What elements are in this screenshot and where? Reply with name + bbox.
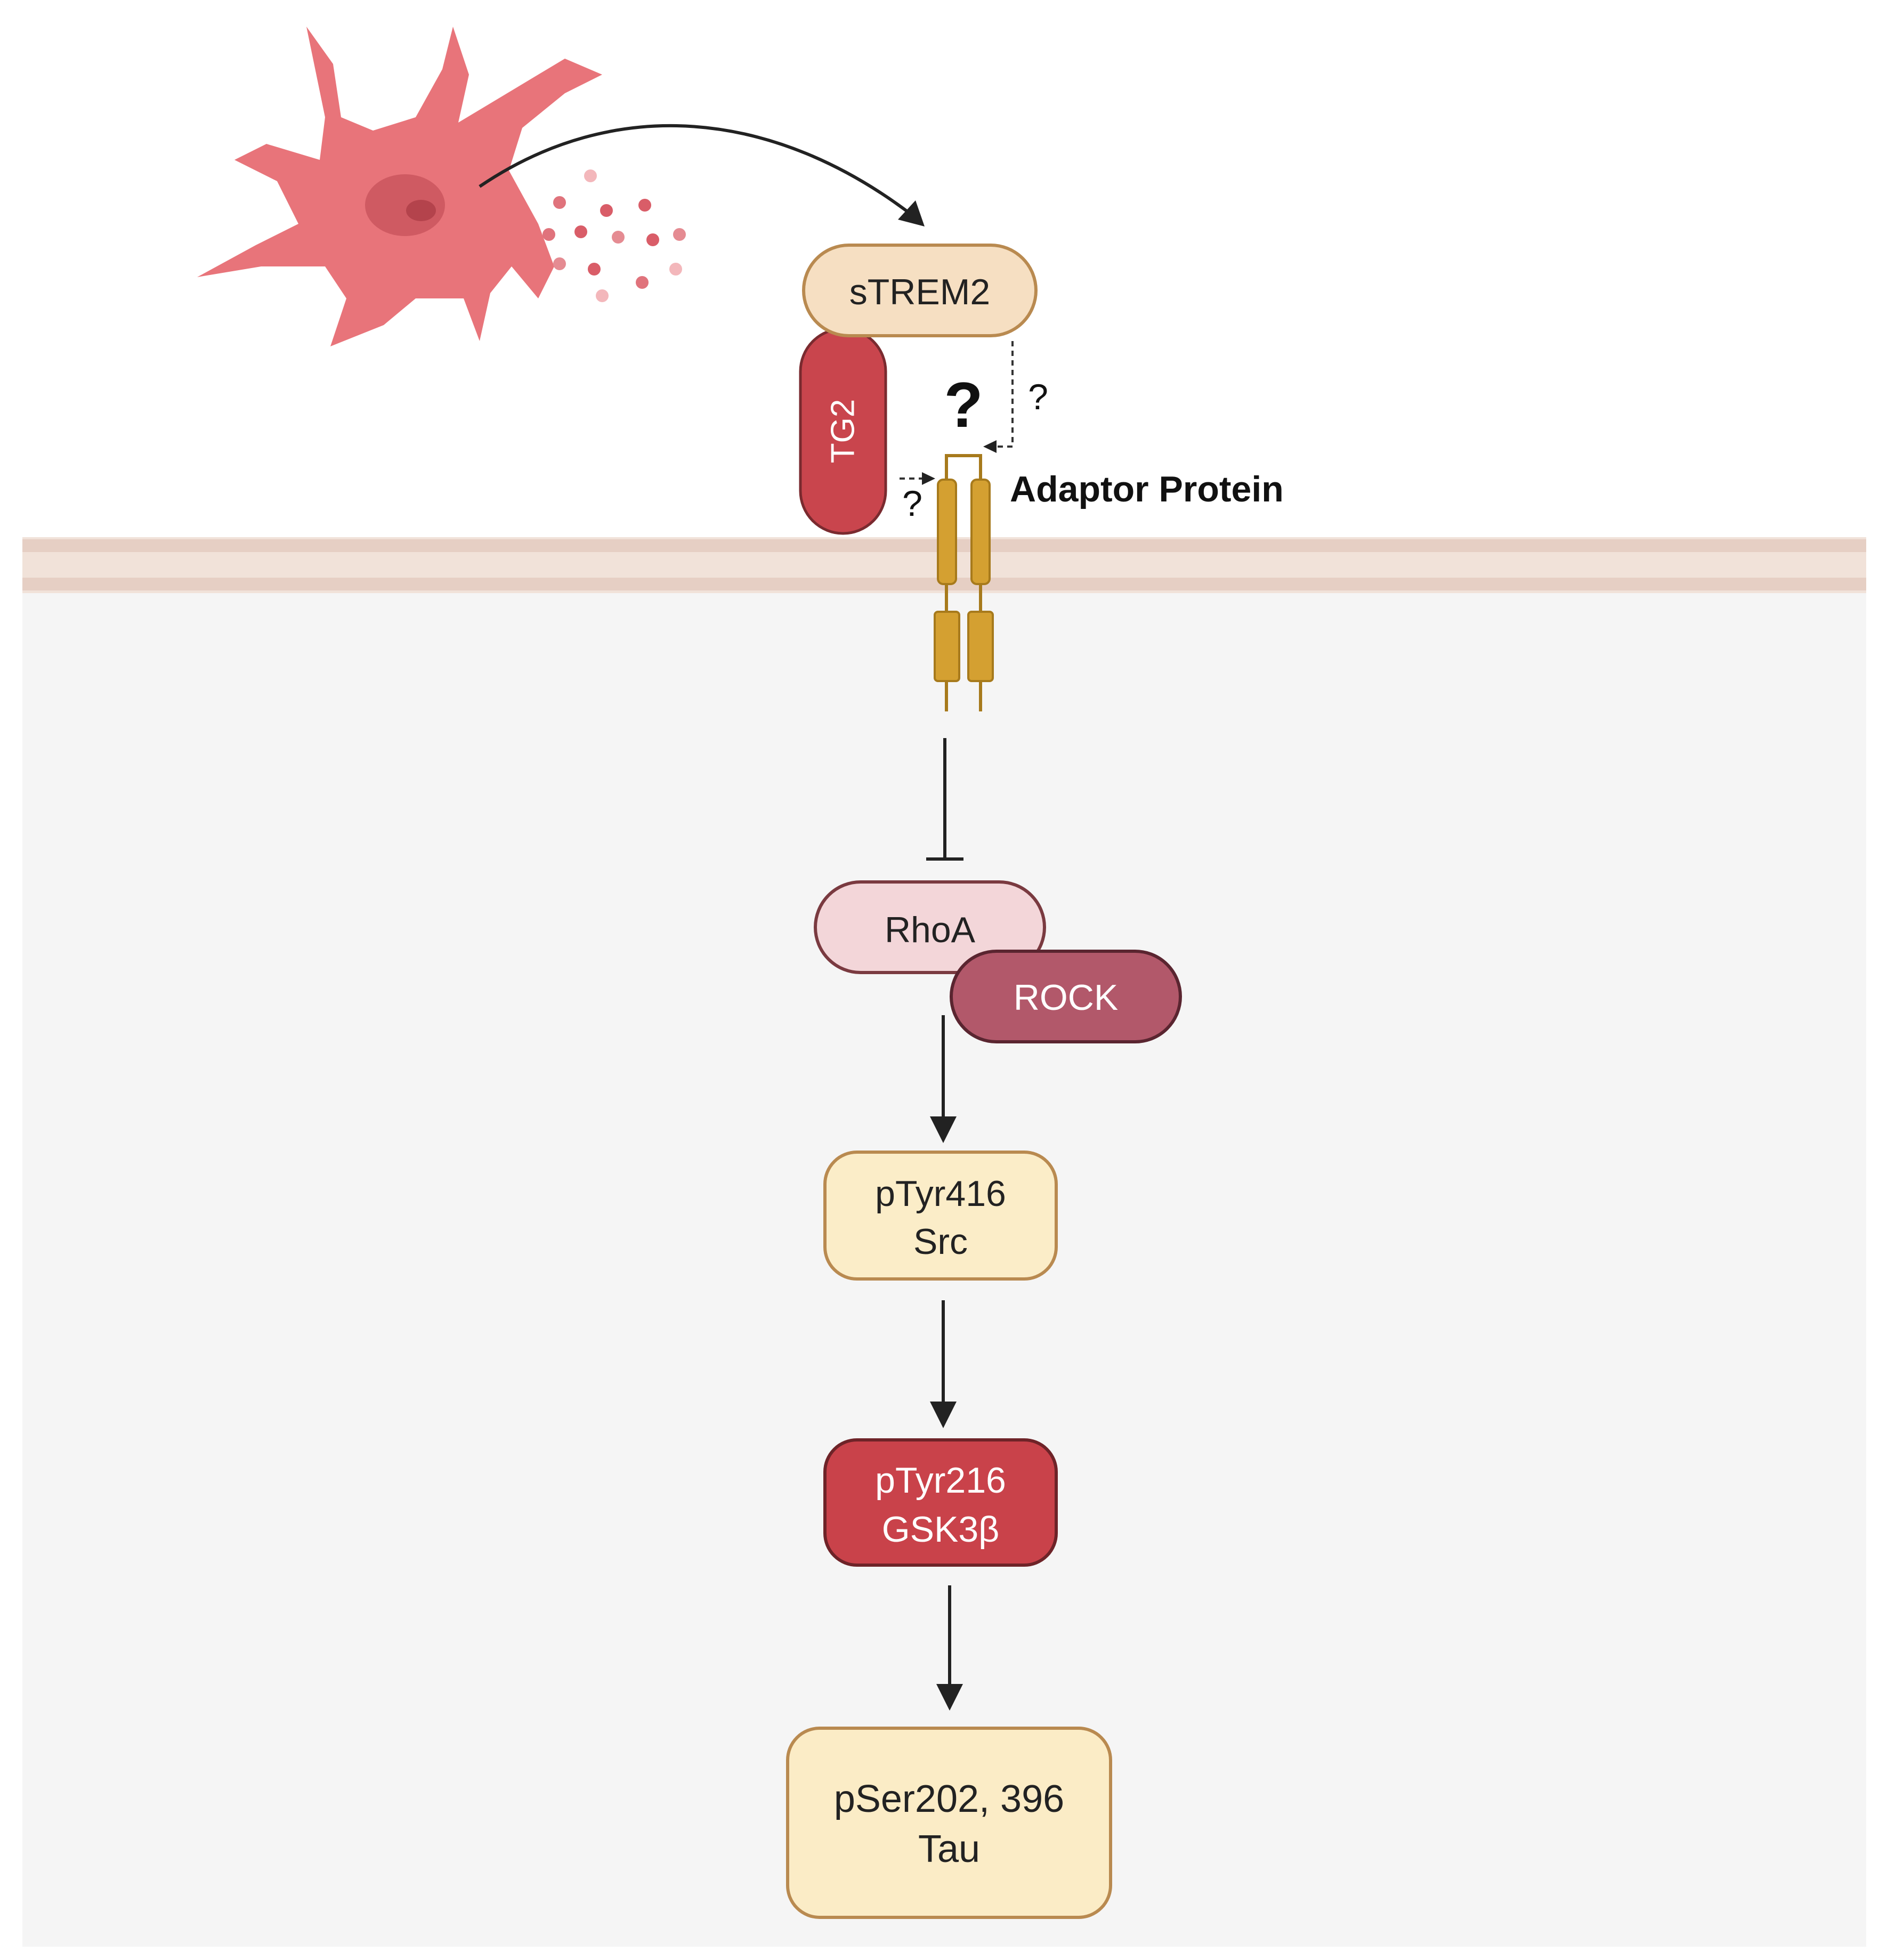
adaptor-protein-icon	[934, 454, 994, 711]
strem2-label: sTREM2	[849, 272, 990, 312]
arrow-src-to-gsk3b-head	[930, 1402, 957, 1428]
secretion-arrow	[479, 124, 918, 220]
tau-node: pSer202, 396 Tau	[786, 1727, 1112, 1919]
gsk3b-node: pTyr216 GSK3β	[823, 1438, 1058, 1567]
tau-label-line1: pSer202, 396	[834, 1778, 1064, 1820]
src-node: pTyr416 Src	[823, 1151, 1058, 1281]
rock-label: ROCK	[1014, 977, 1118, 1018]
uncertain-links	[900, 341, 1014, 485]
arrow-gsk3b-to-tau-head	[936, 1684, 963, 1711]
secreting-cell-icon	[197, 27, 602, 346]
secreted-particles	[542, 169, 686, 302]
tg2-node: TG2	[799, 327, 887, 535]
adaptor-protein-label: Adaptor Protein	[1010, 469, 1284, 509]
left-question-mark: ?	[902, 483, 922, 524]
inhibition-arrow	[926, 738, 963, 861]
right-question-mark: ?	[1028, 377, 1048, 417]
src-label-line2: Src	[913, 1221, 968, 1262]
arrow-rock-to-src-head	[930, 1116, 957, 1143]
src-label-line1: pTyr416	[875, 1173, 1006, 1214]
tau-label-line2: Tau	[918, 1828, 980, 1870]
secretion-arrow-head	[898, 200, 925, 226]
rhoa-node: RhoA	[814, 880, 1046, 974]
tg2-label: TG2	[825, 399, 862, 464]
gsk3b-label-line1: pTyr216	[875, 1460, 1006, 1501]
strem2-node: sTREM2	[802, 244, 1038, 337]
rhoa-label: RhoA	[885, 910, 976, 950]
big-question-mark: ?	[944, 369, 983, 441]
rock-node: ROCK	[950, 950, 1182, 1043]
gsk3b-label-line2: GSK3β	[882, 1509, 1000, 1550]
